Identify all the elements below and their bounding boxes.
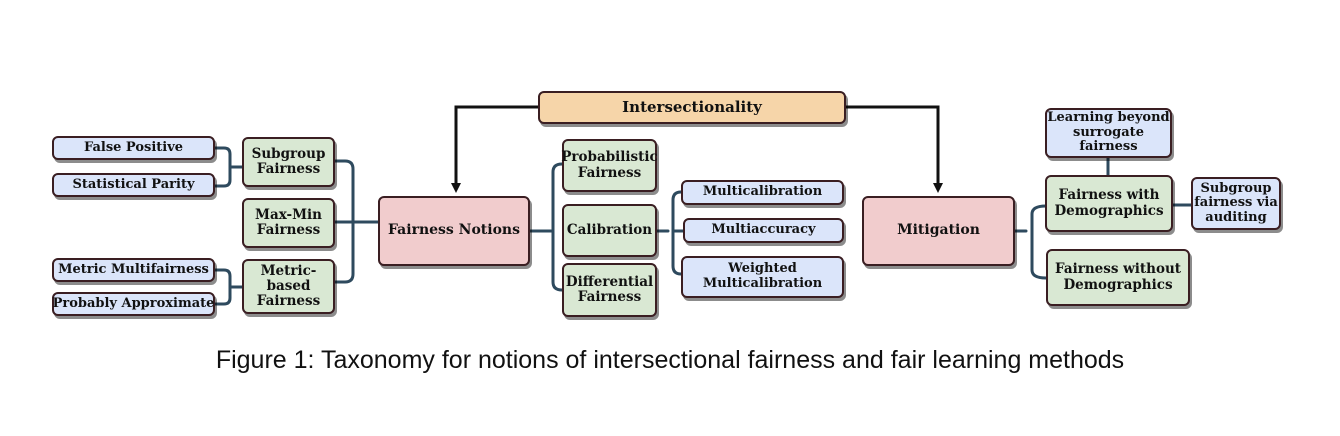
figure-caption: Figure 1: Taxonomy for notions of inters… (215, 346, 1125, 374)
differential-fairness-node: Differential Fairness (562, 263, 657, 317)
arrow-to-fairness-notions (451, 105, 538, 193)
probably-approximate-node: Probably Approximate (52, 292, 215, 316)
calibration-node: Calibration (562, 204, 657, 257)
metric-multifairness-node: Metric Multifairness (52, 258, 215, 282)
connector-notions-middle (528, 162, 564, 292)
connector-metric-leaves (213, 268, 245, 306)
connector-left-group (333, 159, 380, 284)
false-positive-node: False Positive (52, 136, 215, 160)
subgroup-fairness-node: Subgroup Fairness (242, 137, 335, 187)
multicalibration-node: Multicalibration (681, 180, 844, 205)
weighted-multicalibration-node: Weighted Multicalibration (681, 256, 844, 298)
learning-beyond-node: Learning beyond surrogate fairness (1045, 108, 1172, 158)
maxmin-fairness-node: Max-Min Fairness (242, 198, 335, 248)
arrow-to-mitigation (845, 105, 943, 193)
subgroup-fairness-auditing-node: Subgroup fairness via auditing (1191, 177, 1281, 230)
statistical-parity-node: Statistical Parity (52, 173, 215, 197)
probabilistic-fairness-node: Probabilistic Fairness (561, 139, 658, 192)
fairness-without-demographics-node: Fairness without Demographics (1046, 249, 1190, 306)
mitigation-node: Mitigation (862, 196, 1015, 266)
connector-calibration-leaves (654, 190, 685, 276)
intersectionality-node: Intersectionality (538, 91, 846, 124)
fairness-with-demographics-node: Fairness with Demographics (1045, 175, 1173, 232)
metric-based-fairness-node: Metric-based Fairness (242, 259, 335, 314)
connector-subgroup-leaves (213, 146, 245, 188)
connector-mitigation-right (1013, 204, 1048, 280)
fairness-notions-node: Fairness Notions (378, 196, 530, 266)
multiaccuracy-node: Multiaccuracy (683, 218, 844, 243)
